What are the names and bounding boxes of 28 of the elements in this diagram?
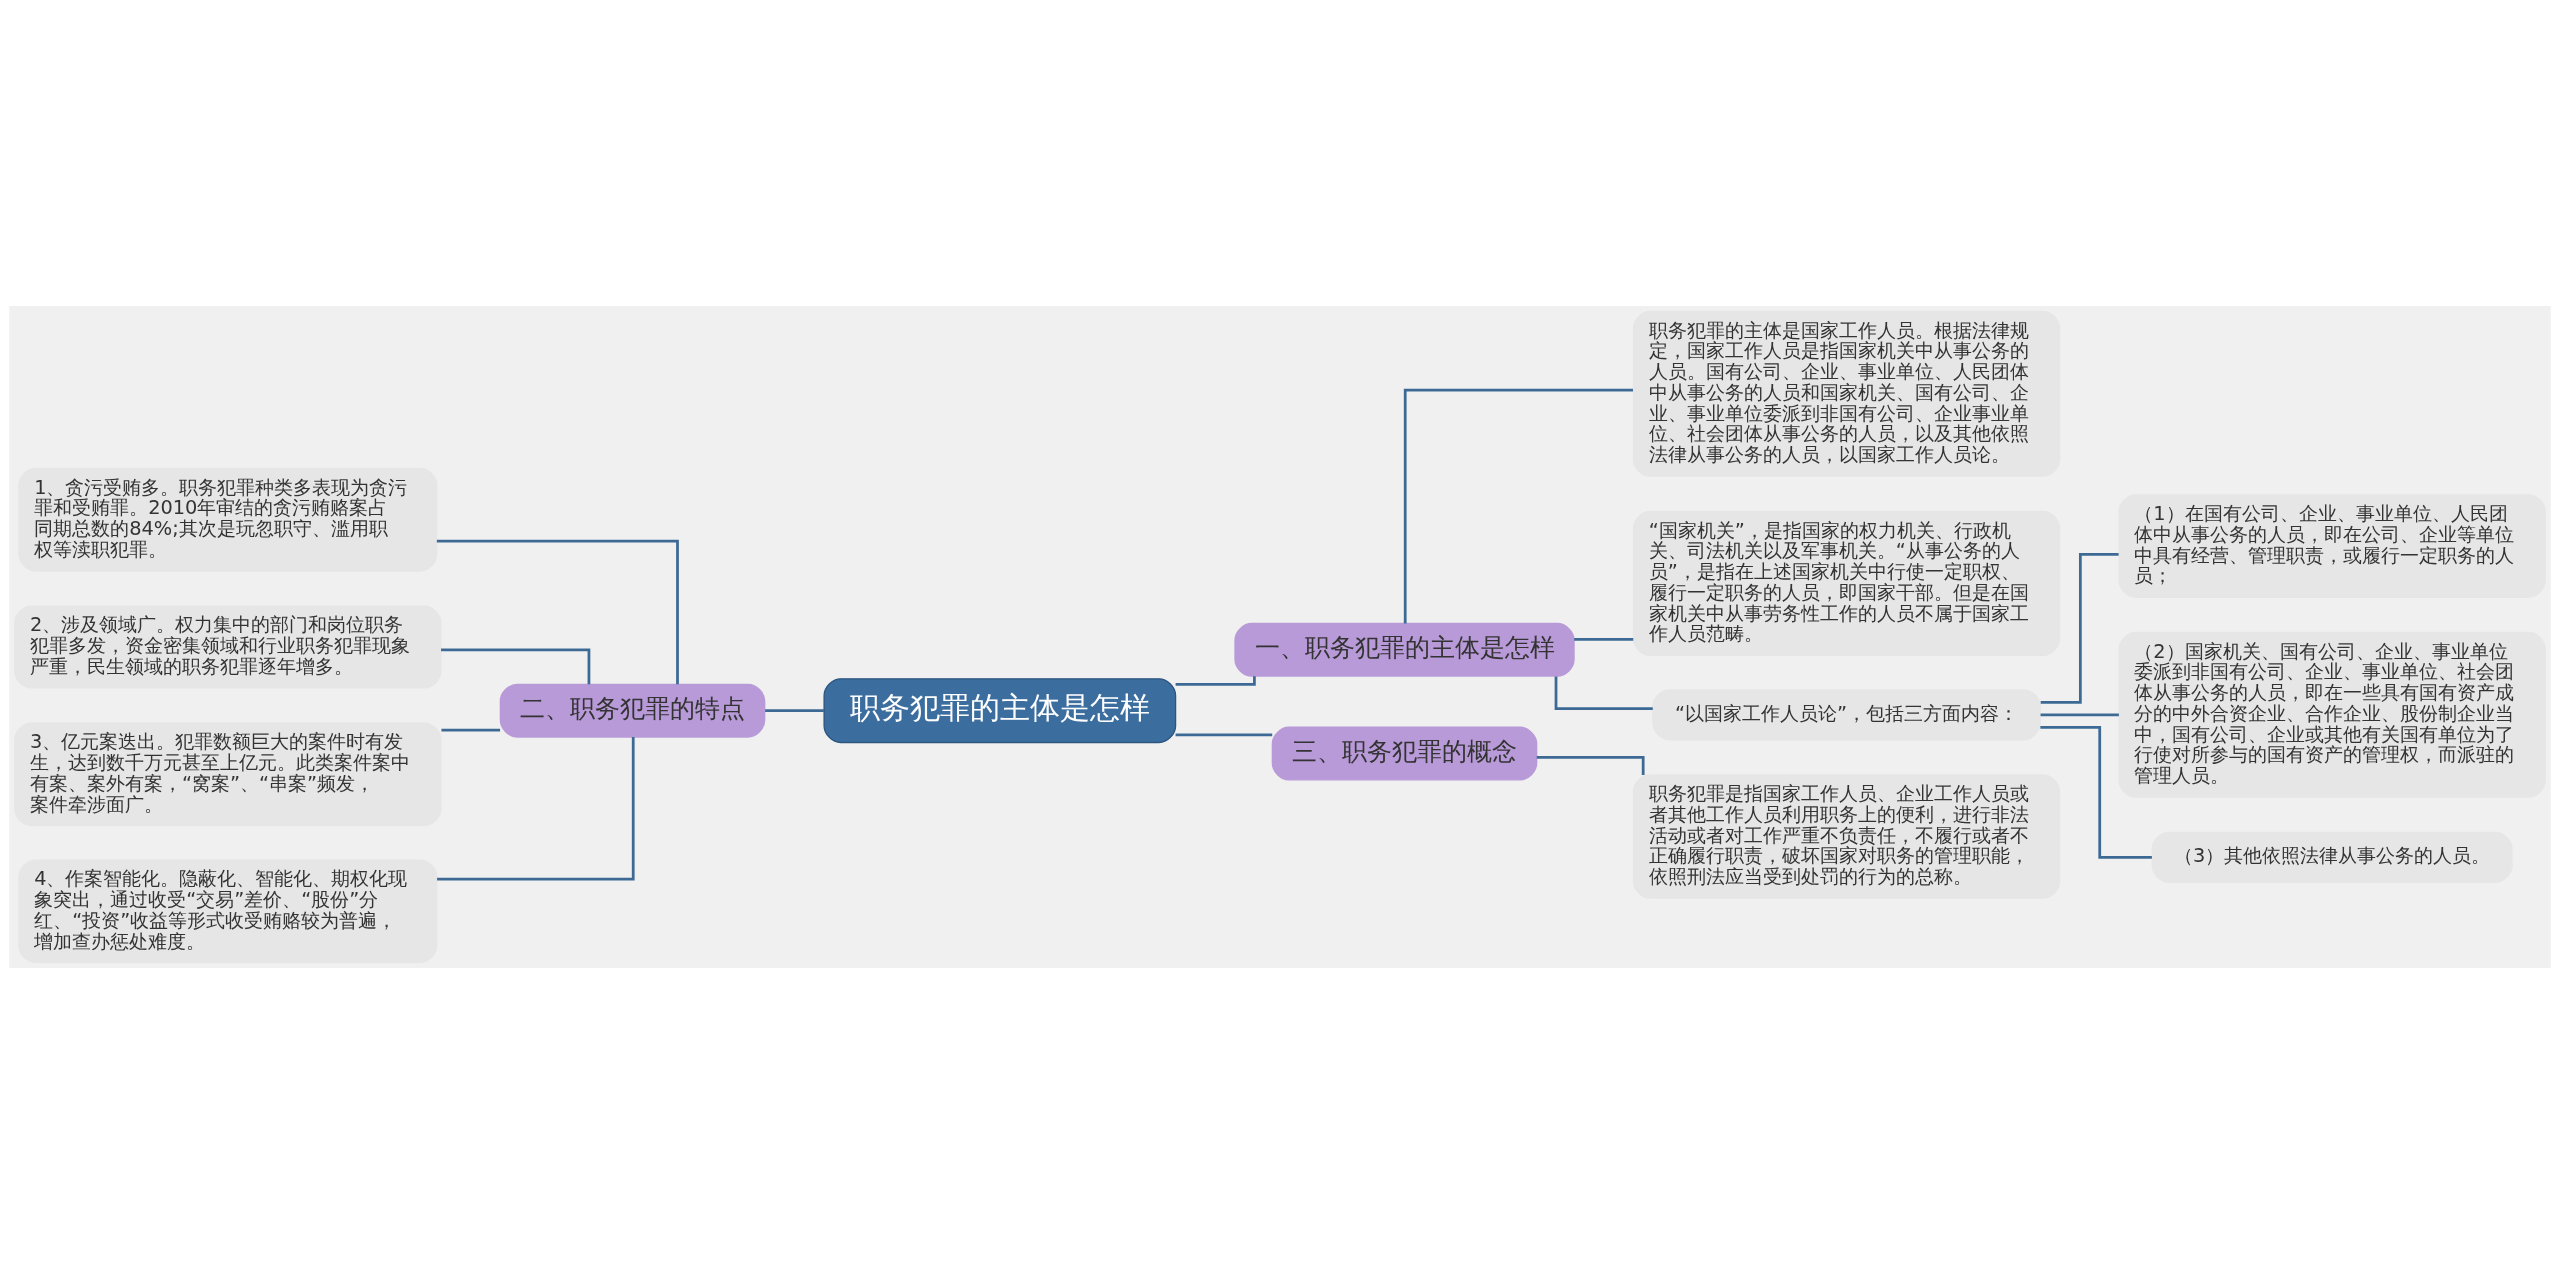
node-box: （2）国家机关、国有公司、企业、事业单位委派到非国有公司、企业、事业单位、社会团体从事公务的人员，即在一些具有国有资产成分的中外合资企业、合作企业、股份制企业当中，国有公司、企业或其他有关国有单位为了行使对所参与的国有资产的管理权，而派驻的管理人员。 [2118,631,2546,798]
node-box: 职务犯罪的主体是怎样 [823,678,1177,744]
node-box: 一、职务犯罪的主体是怎样 [1234,622,1575,677]
connector [1175,733,1273,737]
node-box: 职务犯罪是指国家工作人员、企业工作人员或者其他工作人员利用职务上的便利，进行非法活动或者对工作严重不负责任，不履行或者不正确履行职责，破坏国家对职务的管理职能，依照刑法应当受到处罚的行为的总称。 [1632,774,2061,899]
node-box: 三、职务犯罪的概念 [1271,726,1538,781]
node-box: （3）其他依照法律从事公务的人员。 [2151,831,2513,883]
connector [437,737,635,881]
node-box: 3、亿元案迭出。犯罪数额巨大的案件时有发生，达到数千万元甚至上亿元。此类案件案中有案、案外有案，“窝案”、“串案”频发，案件牵涉面广。 [14,722,442,827]
node-box: 二、职务犯罪的特点 [499,683,766,738]
node-box: （1）在国有公司、企业、事业单位、人民团体中从事公务的人员，即在公司、企业等单位中具有经营、管理职责，或履行一定职务的人员； [2118,494,2546,598]
connector [765,709,824,713]
node-box: “以国家工作人员论”，包括三方面内容： [1652,689,2041,741]
connector [1403,388,1633,624]
connector [1554,676,1653,710]
connector [1574,638,1634,641]
node-box: 2、涉及领域广。权力集中的部门和岗位职务犯罪多发，资金密集领域和行业职务犯罪现象严重，民生领域的职务犯罪逐年增多。 [14,605,442,689]
connector [441,728,501,732]
connector [1175,676,1256,686]
connector [2040,713,2119,717]
connector [2040,552,2119,704]
node-box: 4、作案智能化。隐蔽化、智能化、期权化现象突出，通过收受“交易”差价、“股份”分红、“投资”收益等形式收受贿赂较为普遍，增加查办惩处难度。 [18,859,438,964]
connector [436,539,679,685]
connector [1536,755,1645,775]
connector [2040,725,2152,859]
node-box: 职务犯罪的主体是国家工作人员。根据法律规定，国家工作人员是指国家机关中从事公务的人员。国有公司、企业、事业单位、人民团体中从事公务的人员和国家机关、国有公司、企业、事业单位委派到非国有公司、企业事业单位、社会团体从事公务的人员，以及其他依照法律从事公务的人员，以国家工作人员论。 [1632,310,2061,477]
node-box: 1、贪污受贿多。职务犯罪种类多表现为贪污罪和受贿罪。2010年审结的贪污贿赂案占同期总数的84%;其次是玩忽职守、滥用职权等渎职犯罪。 [18,467,438,572]
node-box: “国家机关”，是指国家的权力机关、行政机关、司法机关以及军事机关。“从事公务的人员”，是指在上述国家机关中行使一定职权、履行一定职务的人员，即国家干部。但是在国家机关中从事劳务性工作的人员不属于国家工作人员范畴。 [1632,510,2061,657]
